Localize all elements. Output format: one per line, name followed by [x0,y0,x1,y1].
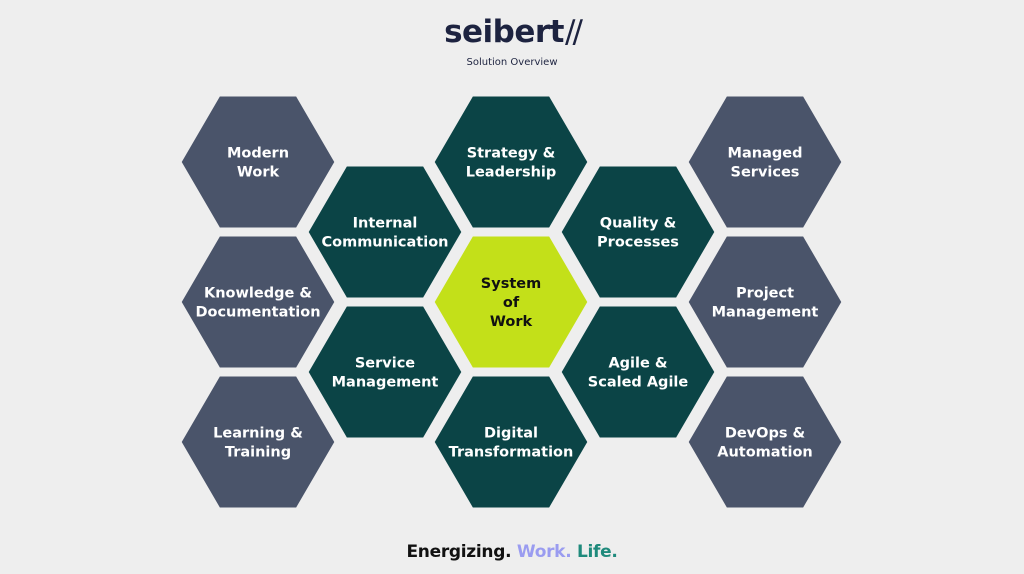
hexagon-shape [431,233,591,371]
hexagon-shape [431,93,591,231]
hexagon-label: Digital [484,426,538,442]
hexagon-shape [178,373,338,511]
hexagon-shape [558,303,718,441]
tagline-work: Work. [516,542,572,562]
hexagon-label: Project [736,286,794,302]
hexagon-label: Service [355,356,415,372]
hexagon-shape [178,233,338,371]
hexagon-shape [178,93,338,231]
hexagon-label: Internal [353,216,418,232]
hexagon-label: Scaled Agile [588,375,689,391]
hexagon-shape [431,373,591,511]
seibert-logo: seibert// [0,14,1024,50]
hexagon-label: Modern [227,146,289,162]
hexagon-shape [685,233,845,371]
tagline-life: Life. [576,542,618,562]
hexagon-label: Work [490,314,533,330]
tagline: Energizing. Work. Life. [0,542,1024,562]
hexagon-label: System [481,276,541,292]
hexagon-label: Management [332,375,439,391]
hexagon-label: Processes [597,235,679,251]
hexagon-label: Knowledge & [204,286,312,302]
hexagon-label: Transformation [449,445,574,461]
hexagon-shape [685,93,845,231]
hexagon-label: Managed [728,146,803,162]
hex-strategy-leadership: Strategy & Leadership [431,93,591,231]
hex-agile-scaled-agile: Agile & Scaled Agile [558,303,718,441]
hexagon-label: Quality & [600,216,677,232]
hexagon-label: Learning & [213,426,303,442]
tagline-energizing: Energizing. [406,542,512,562]
hexagon-shape [305,303,465,441]
hexagon-label: Training [225,445,291,461]
hexagon-shape [558,163,718,301]
hexagon-shape [685,373,845,511]
hex-learning-training: Learning & Training [178,373,338,511]
hexagon-shape [305,163,465,301]
logo-text: seibert [444,14,565,50]
hex-quality-processes: Quality & Processes [558,163,718,301]
hexagon-label: Services [731,165,800,181]
hexagon-label: DevOps & [725,426,806,442]
hexagon-label: Automation [717,445,813,461]
hexagon-label: Strategy & [467,146,556,162]
subtitle: Solution Overview [466,57,558,68]
hexagon-label: Communication [321,235,448,251]
hexagon-label: Leadership [466,165,557,181]
hexagon-label: of [503,295,520,311]
hexagon-label: Agile & [608,356,667,372]
hexagon-label: Management [712,305,819,321]
logo-slashes: // [565,14,583,50]
hexagon-label: Documentation [195,305,320,321]
hex-devops-automation: DevOps & Automation [685,373,845,511]
hexagon-label: Work [237,165,280,181]
hex-knowledge-documentation: Knowledge & Documentation [178,233,338,371]
